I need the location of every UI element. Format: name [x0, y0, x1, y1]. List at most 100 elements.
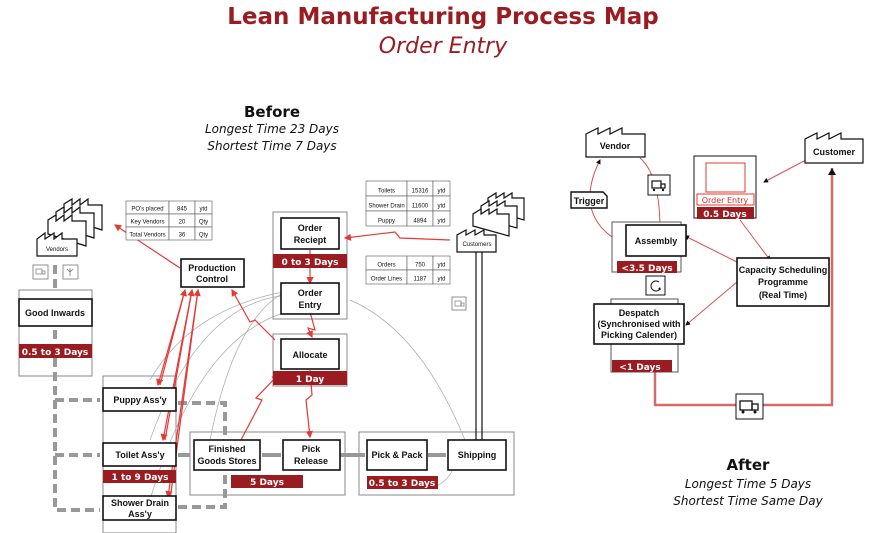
- toilet-assembly-box[interactable]: [102, 442, 177, 467]
- order-receipt-box[interactable]: [280, 217, 340, 250]
- pick-pack-time-label: 0.5 to 3 Days: [369, 479, 436, 489]
- assembly-time: [617, 261, 677, 273]
- despatch-time-label: <1 Days: [619, 363, 660, 373]
- shipping-label: Shipping: [458, 450, 497, 460]
- pick-pack-label: Pick & Pack: [371, 450, 423, 460]
- finished-goods-line1: Finished: [208, 444, 245, 454]
- page-title: Lean Manufacturing Process Map: [227, 4, 658, 30]
- table-cell-text: Orders: [377, 263, 395, 269]
- table-cell-text: ytd: [199, 207, 207, 213]
- table-cell-text: Toilets: [378, 189, 395, 195]
- table-cell-text: Puppy: [378, 219, 395, 225]
- good-inwards-time-label: 0.5 to 3 Days: [22, 348, 89, 358]
- order-entry-line2: Entry: [298, 300, 321, 310]
- trigger-label: Trigger: [574, 196, 605, 206]
- good-inwards-label: Good Inwards: [25, 308, 85, 318]
- toilet-assembly-time: [103, 470, 176, 483]
- order-receipt-line1: Order: [298, 223, 323, 233]
- pick-pack-time: [367, 476, 438, 489]
- vendors-factory-icon: [36, 197, 103, 257]
- finished-goods-box[interactable]: [193, 439, 261, 471]
- table-cell-text: 1187: [414, 277, 428, 283]
- production-control-line2: Control: [196, 274, 228, 284]
- table-cell-text: ytd: [437, 277, 445, 283]
- table-cell-text: 36: [179, 233, 186, 239]
- page-subtitle: Order Entry: [379, 34, 508, 59]
- table-cell-text: Qty: [199, 233, 208, 239]
- truck-icon: [32, 264, 49, 280]
- order-entry-inner: [705, 162, 746, 193]
- order-receipt-line2: Reciept: [294, 235, 327, 245]
- after-longest-time: Longest Time 5 Days: [685, 477, 811, 491]
- pick-release-line2: Release: [294, 456, 328, 466]
- toilet-assembly-time-label: 1 to 9 Days: [112, 473, 169, 483]
- pick-release-line1: Pick: [302, 444, 322, 454]
- assembly-time-label: <3.5 Days: [621, 264, 672, 274]
- finished-goods-line2: Goods Stores: [197, 456, 256, 466]
- table-cell-text: ytd: [437, 189, 445, 195]
- allocate-box[interactable]: [280, 338, 340, 370]
- allocate-time: [273, 371, 347, 385]
- table-cell: [432, 269, 451, 285]
- order-entry-after-time-label: 0.5 Days: [703, 210, 747, 220]
- despatch-box[interactable]: [593, 303, 685, 345]
- table-cell-text: 750: [415, 263, 426, 269]
- good-inwards-time: [19, 344, 92, 358]
- order-entry-box[interactable]: [280, 282, 340, 315]
- table-cell-text: 11600: [412, 204, 429, 210]
- table-cell-text: PO's placed: [131, 207, 163, 213]
- order-entry-after-time: [697, 207, 754, 219]
- despatch-line2: (Synchronised with: [597, 319, 680, 329]
- table-cell: [432, 210, 451, 227]
- order-receipt-time: [273, 254, 347, 268]
- order-entry-after-box[interactable]: [696, 193, 755, 206]
- capacity-line1: Capacity Scheduling: [739, 265, 828, 275]
- assembly-box[interactable]: [625, 224, 687, 257]
- before-longest-time: Longest Time 23 Days: [205, 122, 339, 136]
- finished-goods-time: [231, 475, 303, 488]
- despatch-time: [612, 360, 672, 372]
- table-cell-text: 4894: [413, 219, 427, 225]
- despatch-line1: Despatch: [619, 308, 660, 318]
- table-cell-text: 20: [179, 220, 186, 226]
- after-shortest-time: Shortest Time Same Day: [673, 494, 823, 508]
- finished-goods-time-label: 5 Days: [250, 478, 284, 488]
- after-heading: After: [727, 456, 770, 474]
- table-cell-text: 845: [177, 207, 188, 213]
- vendors-label: Vendors: [46, 247, 68, 253]
- toilet-assembly-label: Toilet Ass'y: [115, 450, 164, 460]
- truck-icon: [735, 393, 764, 420]
- allocate-label: Allocate: [292, 350, 327, 360]
- order-entry-after-label: Order Entry: [702, 196, 749, 205]
- production-control-box[interactable]: [180, 258, 245, 288]
- table-cell-text: Order Lines: [371, 277, 402, 283]
- shower-drain-assembly-box[interactable]: [102, 495, 177, 521]
- table-cell-text: Total Vendors: [129, 233, 165, 239]
- pick-pack-box[interactable]: [366, 439, 428, 471]
- table-cell-text: Qty: [199, 220, 208, 226]
- capacity-scheduling-box[interactable]: [736, 257, 830, 307]
- order-entry-line1: Order: [298, 288, 323, 298]
- order-receipt-time-label: 0 to 3 Days: [282, 258, 339, 268]
- before-shortest-time: Shortest Time 7 Days: [207, 139, 336, 153]
- table-cell-text: 15316: [412, 189, 429, 195]
- good-inwards-box[interactable]: [18, 298, 93, 327]
- kanban-signal-icon: [62, 264, 79, 280]
- assembly-label: Assembly: [635, 236, 678, 246]
- shower-drain-line2: Ass'y: [128, 509, 152, 519]
- pick-release-box[interactable]: [282, 439, 341, 471]
- shipping-box[interactable]: [447, 439, 507, 471]
- puppy-assembly-box[interactable]: [102, 387, 177, 412]
- vendor-factory-icon: [585, 127, 646, 158]
- trigger-signal: [570, 191, 608, 209]
- customers-label: Customers: [462, 242, 491, 248]
- capacity-line3: (Real Time): [759, 290, 807, 300]
- despatch-line3: Picking Calender): [601, 330, 677, 340]
- vendor-label: Vendor: [600, 141, 631, 151]
- shower-drain-line1: Shower Drain: [111, 498, 169, 508]
- customer-factory-icon: [804, 132, 864, 164]
